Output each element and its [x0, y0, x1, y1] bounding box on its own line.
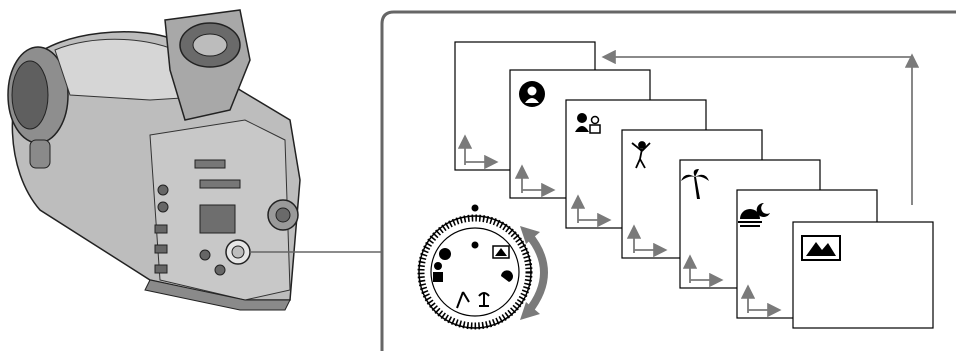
- detail-frame: [380, 10, 956, 351]
- camcorder-illustration: [7, 9, 301, 311]
- program-ae-dial: [417, 204, 533, 330]
- step-arrows: [457, 134, 782, 318]
- dial-sunset-icon: [501, 270, 513, 282]
- cycle-arrow: [601, 49, 920, 205]
- dial-spotlight-icon: [433, 272, 443, 282]
- dial-beach-icon: [478, 292, 490, 307]
- portrait-icon: [519, 81, 545, 107]
- mode-screen-stack: [454, 41, 934, 329]
- spotlight-icon: [575, 113, 601, 134]
- sunset-moon-icon: [738, 202, 770, 227]
- mountain-icon: [801, 235, 841, 261]
- palm-tree-icon: [681, 169, 709, 199]
- dial-sports-icon: [456, 291, 470, 309]
- golfer-icon: [631, 141, 651, 169]
- rotation-arrow: [520, 226, 548, 320]
- dial-portrait-icon: [439, 248, 451, 260]
